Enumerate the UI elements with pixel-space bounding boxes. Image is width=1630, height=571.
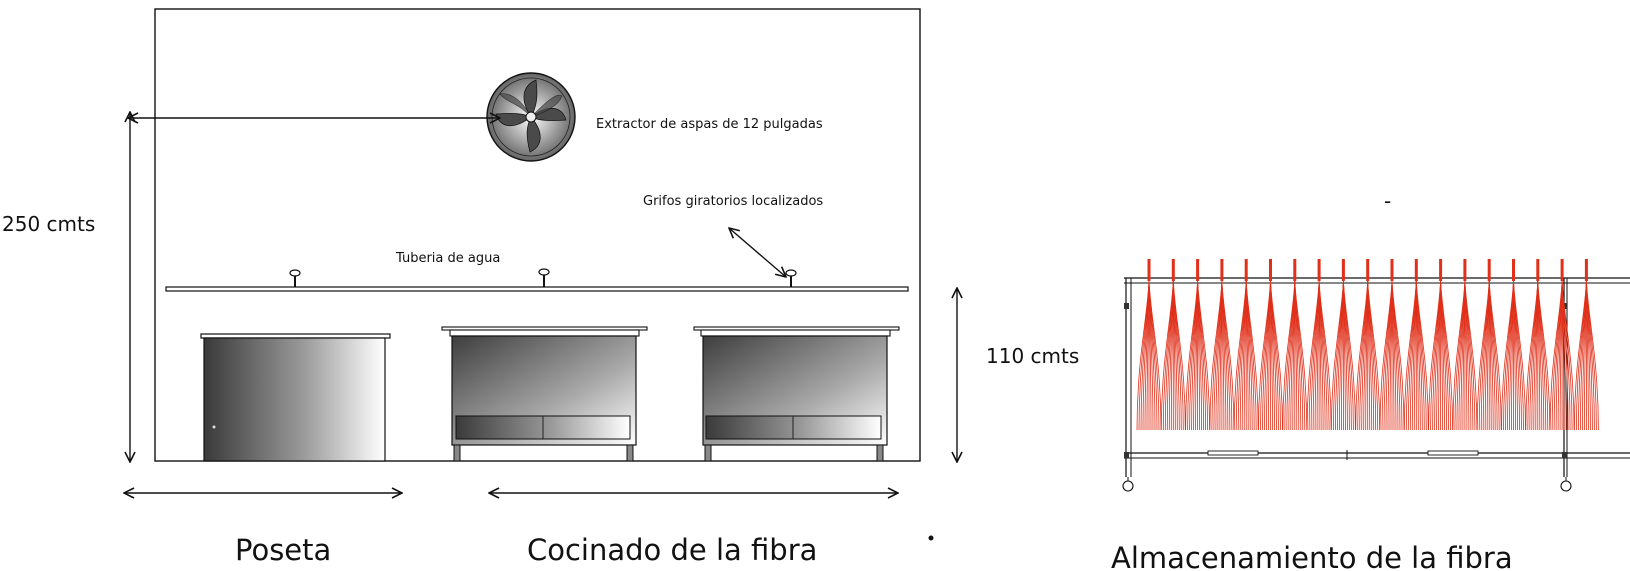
fiber-bundle bbox=[1331, 259, 1356, 431]
fiber-bundle bbox=[1525, 259, 1551, 431]
fiber-bundle bbox=[1379, 259, 1405, 431]
room-wall-frame bbox=[154, 8, 921, 462]
zone-storage-label: Almacenamiento de la fibra bbox=[1111, 541, 1513, 571]
fiber-bundle bbox=[1355, 259, 1381, 431]
faucet-icon bbox=[289, 269, 301, 287]
faucets-leader-arrow bbox=[729, 228, 786, 277]
fiber-bundle bbox=[1306, 259, 1332, 431]
faucets-label: Grifos giratorios localizados bbox=[643, 194, 823, 209]
fiber-bundle bbox=[1574, 259, 1599, 431]
caster-wheel-icon bbox=[1122, 477, 1134, 492]
fiber-bundle bbox=[1549, 259, 1575, 431]
caster-wheel-icon bbox=[1560, 477, 1572, 492]
fiber-bundle bbox=[1428, 259, 1453, 431]
fiber-bundle bbox=[1282, 259, 1308, 431]
fiber-bundle bbox=[1501, 259, 1526, 431]
cooking-tank-2 bbox=[693, 326, 900, 462]
zone-cooking-label: Cocinado de la fibra bbox=[527, 533, 817, 567]
dash-mark: - bbox=[1384, 189, 1391, 213]
water-pipe-label: Tuberia de agua bbox=[395, 251, 500, 266]
height-table-label: 110 cmts bbox=[986, 344, 1079, 368]
fiber-bundle bbox=[1185, 259, 1210, 431]
cooking-tank-1 bbox=[441, 326, 648, 462]
fiber-bundle bbox=[1136, 259, 1162, 431]
faucet-icon bbox=[538, 268, 550, 287]
poseta-tank bbox=[200, 333, 391, 462]
hanging-fiber-bundles bbox=[1136, 259, 1599, 431]
fiber-bundle bbox=[1258, 259, 1283, 431]
fiber-bundle bbox=[1476, 259, 1502, 431]
water-pipe bbox=[165, 286, 909, 292]
fiber-bundle bbox=[1160, 259, 1186, 431]
stray-dot bbox=[928, 535, 934, 541]
height-total-label: 250 cmts bbox=[2, 212, 95, 236]
faucet-icon bbox=[785, 269, 797, 287]
fiber-bundle bbox=[1452, 259, 1478, 431]
fiber-bundle bbox=[1209, 259, 1235, 431]
zone-poseta-label: Poseta bbox=[235, 533, 331, 567]
fan-icon bbox=[486, 72, 576, 162]
extractor-label: Extractor de aspas de 12 pulgadas bbox=[596, 117, 823, 132]
fiber-bundle bbox=[1233, 259, 1259, 431]
fiber-bundle bbox=[1403, 259, 1429, 431]
